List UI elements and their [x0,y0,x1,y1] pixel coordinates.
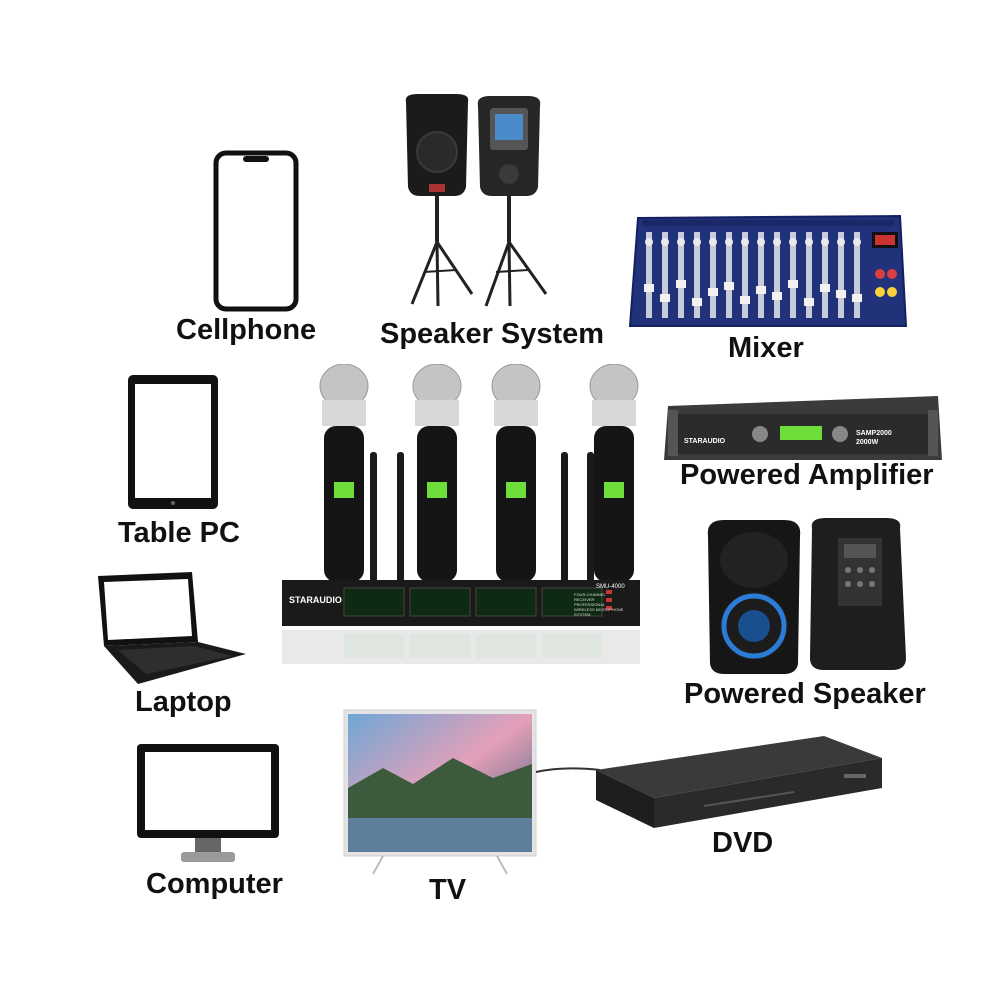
tv-icon [343,708,537,876]
dvd-label: DVD [712,827,774,859]
speaker-system-icon [398,92,558,314]
tv-label: TV [429,874,467,906]
receiver-brand: STARAUDIO [289,595,342,605]
av-cable [534,764,604,778]
computer-monitor-icon [135,742,281,866]
powered-amplifier-label: Powered Amplifier [680,459,934,491]
table-pc-label: Table PC [118,517,240,549]
dvd-player-icon [594,734,884,830]
mixer-label: Mixer [728,332,804,364]
receiver-description: FOUR-CHANNEL RECEIVER PROFESSIONAL WIREL… [574,592,624,617]
powered-amplifier-icon [664,396,942,460]
amplifier-power: 2000W [856,439,879,446]
amplifier-brand: STARAUDIO [684,438,726,445]
computer-label: Computer [146,868,283,900]
mixer-icon [628,214,908,328]
receiver-model: SMU-4000 [596,584,625,590]
tablet-icon [125,372,221,512]
speaker-system-label: Speaker System [380,318,605,350]
cellphone-label: Cellphone [176,314,317,346]
wireless-microphone-system [282,364,640,666]
cellphone-icon [213,150,299,312]
laptop-icon [94,570,248,686]
laptop-label: Laptop [135,686,232,718]
powered-speaker-icon [702,518,910,676]
powered-speaker-label: Powered Speaker [684,678,926,710]
amplifier-model: SAMP2000 [856,430,892,437]
